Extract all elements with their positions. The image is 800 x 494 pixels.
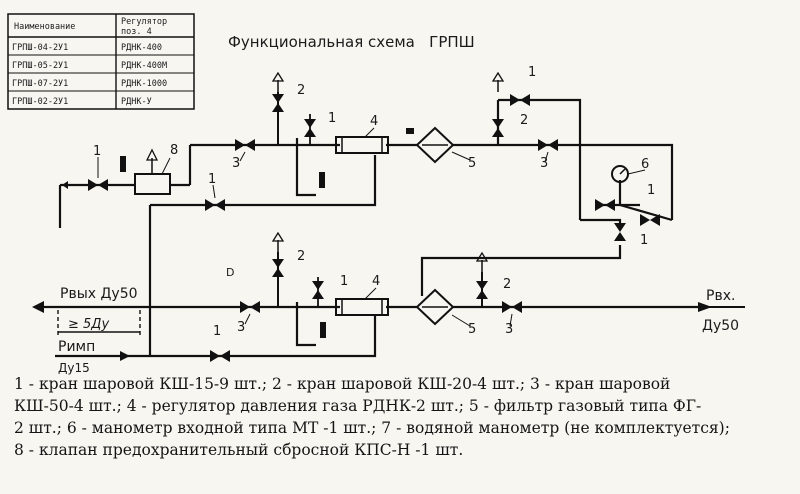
impulse-dn-label: Ду15 [58, 361, 90, 375]
position-1-label: 1 [528, 65, 536, 80]
vent-valve-icon [272, 94, 284, 112]
ball-valve-icon [235, 139, 255, 151]
vent-arrow-icon [272, 232, 284, 253]
table-header-regulator-line2: поз. 4 [121, 27, 152, 37]
table-cell: ГРПШ-05-2У1 [12, 61, 68, 71]
position-5-label: 5 [468, 156, 476, 171]
legend-line: 2 шт.; 6 - манометр входной типа МТ -1 ш… [14, 419, 730, 437]
vent-arrow-icon [272, 72, 284, 93]
position-1-label: 1 [647, 183, 655, 198]
position-2-label: 2 [520, 113, 528, 128]
position-5-label: 5 [468, 322, 476, 337]
arrow-icon [62, 181, 68, 189]
ball-valve-icon [210, 350, 230, 362]
ball-valve-icon [538, 139, 558, 151]
ball-valve-icon [614, 223, 626, 241]
table-cell: ГРПШ-04-2У1 [12, 43, 68, 53]
position-1-label: 1 [93, 144, 101, 159]
position-1-label: 1 [640, 233, 648, 248]
position-2-label: 2 [297, 249, 305, 264]
vent-valve-icon [476, 281, 488, 299]
position-2-label: 2 [503, 277, 511, 292]
outlet-dashed [40, 306, 150, 338]
table-cell: ГРПШ-02-2У1 [12, 97, 68, 107]
position-1-label: 1 [328, 111, 336, 126]
position-4-label: 4 [370, 114, 378, 129]
diagram-title: Функциональная схема ГРПШ [228, 33, 475, 51]
vent-valve-icon [492, 119, 504, 137]
ball-valve-icon [640, 214, 660, 226]
pipelines [40, 98, 700, 358]
legend-line: 8 - клапан предохранительный сбросной КП… [14, 441, 464, 459]
outlet-label: Рвых Ду50 [60, 286, 138, 302]
position-3-label: 3 [237, 320, 245, 335]
legend-line: 1 - кран шаровой КШ-15-9 шт.; 2 - кран ш… [14, 375, 671, 393]
regulator-icon [335, 298, 389, 316]
position-4-label: 4 [372, 274, 380, 289]
vent-arrow-icon [476, 252, 488, 273]
position-2-label: 2 [297, 83, 305, 98]
inlet-label: Рвх. [706, 288, 735, 304]
pressure-gauge-icon [611, 165, 629, 183]
leader-lines [97, 127, 646, 327]
ball-valve-icon [205, 199, 225, 211]
filter-icon [415, 288, 455, 326]
position-8-label: 8 [170, 143, 178, 158]
filter-icon [406, 126, 455, 164]
impulse-label: Римп [58, 339, 95, 355]
position-6-label: 6 [641, 157, 649, 172]
position-3-label: 3 [540, 156, 548, 171]
ball-valve-icon [510, 94, 530, 106]
plug-icon [319, 172, 325, 188]
legend-line: КШ-50-4 шт.; 4 - регулятор давления газа… [14, 397, 702, 415]
impulse-arrow-icon [120, 351, 130, 361]
plug-icon [320, 322, 326, 338]
table-cell: РДНК-1000 [121, 79, 167, 89]
safety-valve-icon [120, 148, 171, 195]
position-1-label: 1 [213, 324, 221, 339]
inlet-dn-label: Ду50 [702, 318, 739, 334]
vent-valve-icon [272, 259, 284, 277]
table-cell: РДНК-400М [121, 61, 167, 71]
outlet-arrow-icon [32, 301, 44, 313]
table-cell: РДНК-У [121, 97, 152, 107]
position-1-label: 1 [340, 274, 348, 289]
dimension-label: ≥ 5Ду [68, 317, 109, 332]
table-cell: ГРПШ-07-2У1 [12, 79, 68, 89]
legend: 1 - кран шаровой КШ-15-9 шт.; 2 - кран ш… [14, 373, 794, 461]
position-1-label: 1 [208, 172, 216, 187]
ball-valve-icon [502, 301, 522, 313]
position-3-label: 3 [232, 156, 240, 171]
ball-valve-icon [88, 179, 108, 191]
mark-d-label: D [226, 266, 234, 279]
ball-valve-icon [240, 301, 260, 313]
regulator-icon [335, 136, 389, 154]
position-3-label: 3 [505, 322, 513, 337]
table-header-name: Наименование [14, 22, 75, 32]
table-cell: РДНК-400 [121, 43, 162, 53]
table-header-regulator-line1: Регулятор [121, 17, 167, 27]
position-labels: 1 1 1 1 1 1 1 1 2 2 2 2 3 3 3 3 4 4 5 5 … [93, 65, 655, 339]
ball-valve-icon [595, 199, 615, 211]
vent-arrow-icon [492, 72, 504, 93]
